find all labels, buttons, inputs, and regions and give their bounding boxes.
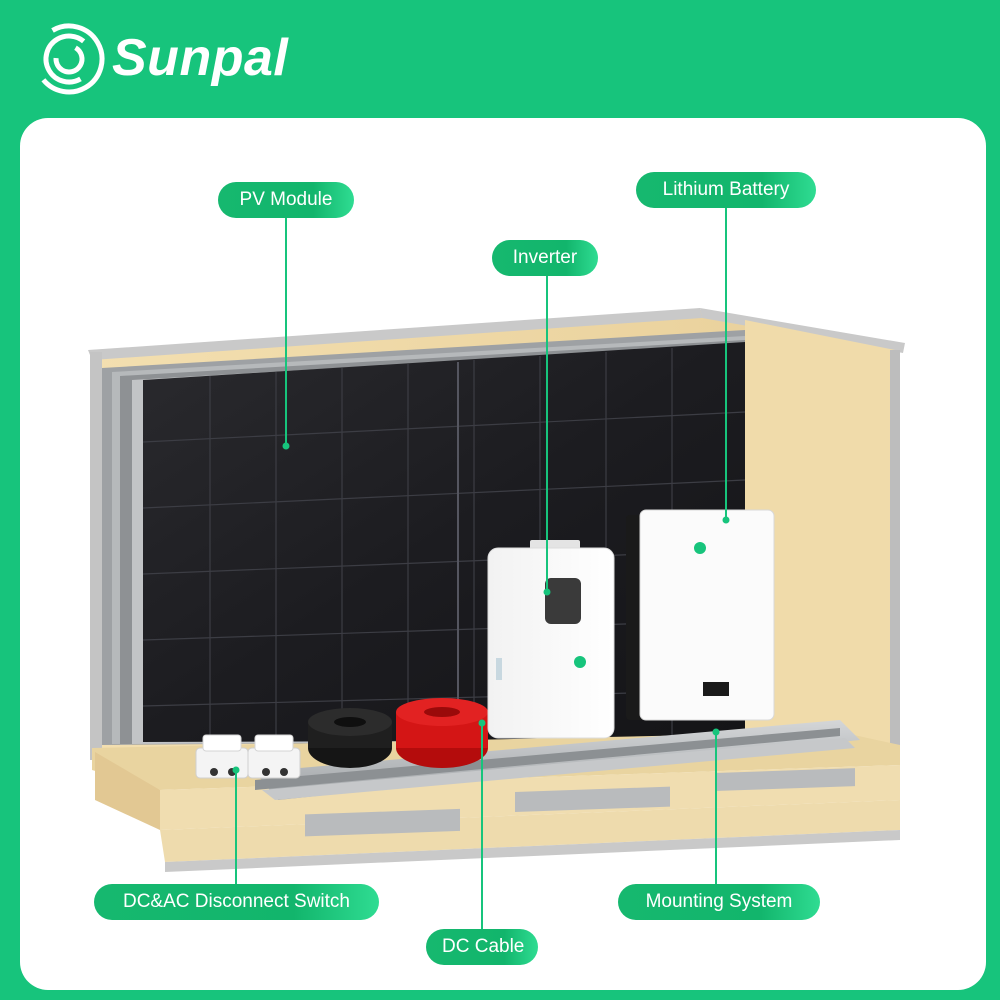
label-pv-module: PV Module xyxy=(218,182,354,218)
leader-lines xyxy=(235,206,727,930)
label-inverter: Inverter xyxy=(492,240,598,276)
label-lithium-battery: Lithium Battery xyxy=(636,172,816,208)
label-mounting-system: Mounting System xyxy=(618,884,820,920)
lithium-battery-unit xyxy=(626,509,775,721)
label-dc-ac-disconnect-switch: DC&AC Disconnect Switch xyxy=(94,884,379,920)
inverter-unit xyxy=(487,540,615,739)
header: Sunpal xyxy=(0,0,1000,118)
brand-name: Sunpal xyxy=(112,29,289,87)
dc-cable-reels xyxy=(308,698,488,768)
swirl-logo-icon xyxy=(33,23,105,95)
leader-dots xyxy=(232,442,730,774)
mounting-rails xyxy=(255,720,860,800)
label-dc-cable: DC Cable xyxy=(426,929,538,965)
